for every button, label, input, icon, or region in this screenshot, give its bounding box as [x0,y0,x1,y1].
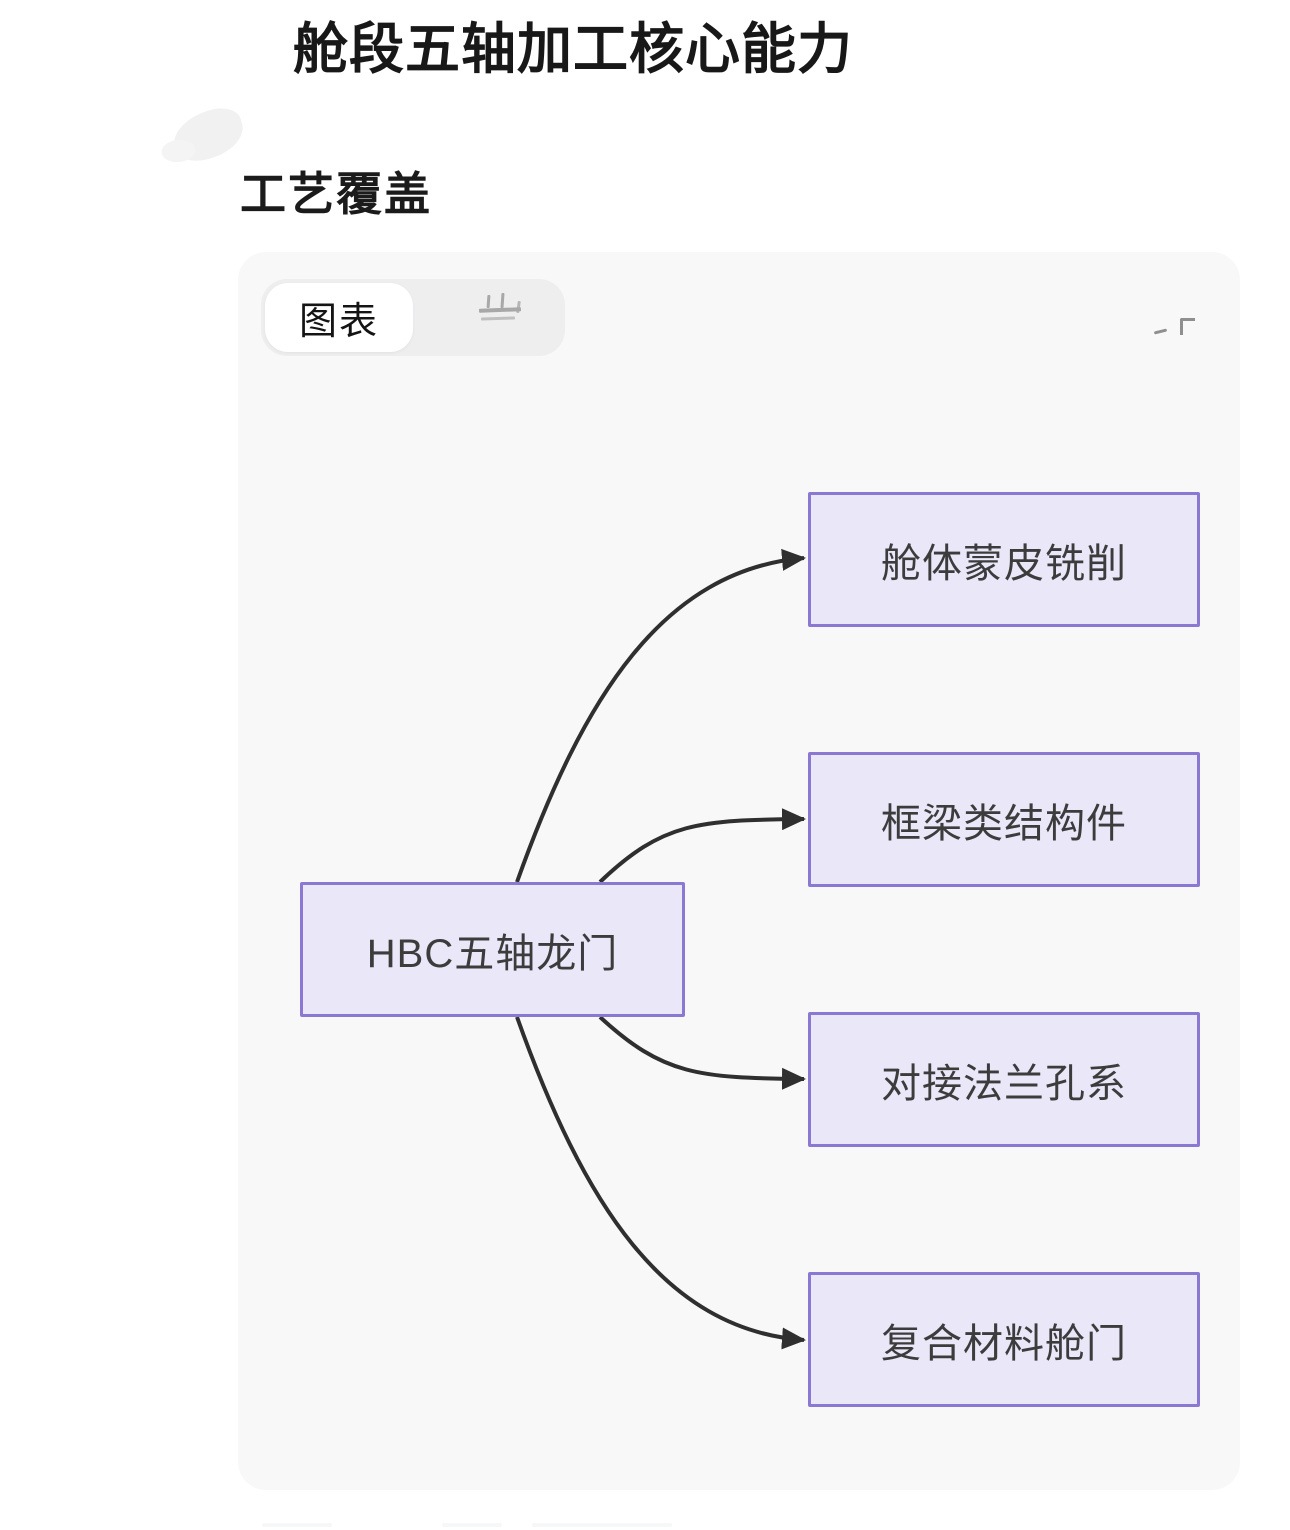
edge-root-to-child-2 [598,1015,806,1090]
tab-chart[interactable]: 图表 [265,283,413,352]
cropped-caption [262,1521,682,1529]
node-child-0: 舱体蒙皮铣削 [808,492,1200,627]
node-child-3-label: 复合材料舱门 [881,1321,1127,1366]
edge-root-to-child-3 [515,1016,806,1350]
node-child-2: 对接法兰孔系 [808,1012,1200,1147]
node-child-3: 复合材料舱门 [808,1272,1200,1407]
faded-glyph-icon [478,292,529,329]
node-child-2-label: 对接法兰孔系 [881,1061,1127,1106]
node-root-label: HBC五轴龙门 [366,931,619,976]
background-smudge [166,102,250,168]
node-child-1-label: 框梁类结构件 [881,801,1127,846]
tab-bar: 图表 [261,279,565,356]
tab-faded[interactable] [413,279,565,356]
node-child-1: 框梁类结构件 [808,752,1200,887]
edge-root-to-child-0 [515,548,806,883]
expand-icon-bracket [1180,318,1195,335]
edge-root-to-child-1 [598,808,806,884]
node-child-0-label: 舱体蒙皮铣削 [881,541,1127,586]
page-title: 舱段五轴加工核心能力 [293,18,854,80]
expand-icon[interactable] [1153,316,1196,344]
tab-chart-label: 图表 [298,301,379,343]
expand-icon-dash [1153,328,1168,335]
node-root: HBC五轴龙门 [300,882,685,1017]
section-heading: 工艺覆盖 [240,168,432,220]
diagram-card: 图表 HBC五轴龙门 [238,252,1240,1490]
